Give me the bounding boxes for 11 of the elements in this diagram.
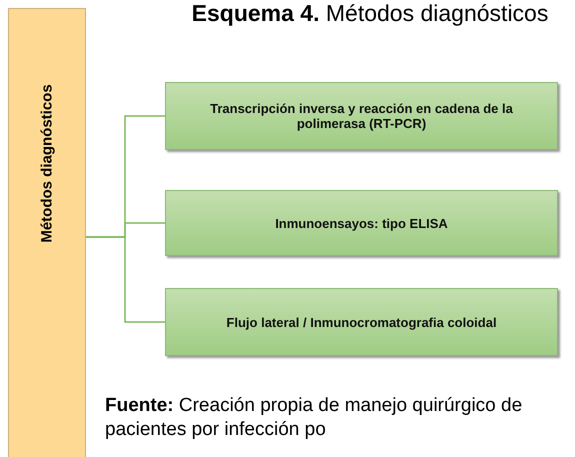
method-label: Flujo lateral / Inmunocromatografia coloidal	[225, 314, 498, 330]
source-note: Fuente: Creación propia de manejo quirúrgico de pacientes por infección po	[105, 394, 524, 442]
method-box	[165, 190, 558, 256]
method-label: Inmunoensayos: tipo ELISA	[274, 216, 449, 230]
method-label: Transcripción inversa y reacción en cadena de la polimerasa (RT-PCR)	[209, 101, 514, 131]
category-label: Métodos diagnósticos	[38, 84, 56, 242]
method-box	[165, 82, 558, 150]
method-box	[165, 288, 558, 356]
category-bar	[8, 8, 86, 457]
diagram-title: Esquema 4. Métodos diagnósticos	[190, 0, 550, 27]
connector-line	[86, 236, 165, 323]
